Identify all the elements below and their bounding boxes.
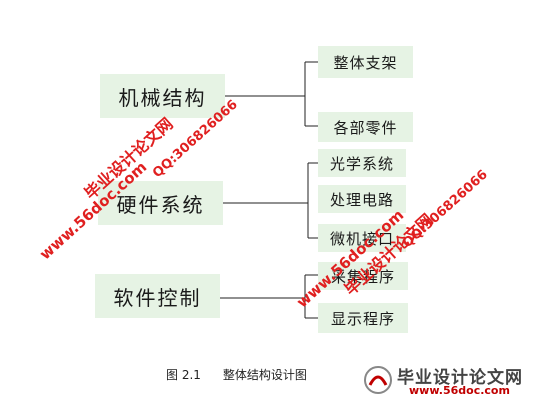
leaf-display-program: 显示程序	[318, 303, 408, 333]
figure-number: 图 2.1	[166, 368, 201, 382]
logo-mark-icon	[364, 366, 392, 394]
leaf-label: 各部零件	[333, 118, 398, 137]
figure-caption: 图 2.1 整体结构设计图	[166, 366, 307, 383]
leaf-label: 整体支架	[333, 53, 398, 72]
leaf-micro-interface: 微机接口	[318, 224, 406, 252]
leaf-label: 采集程序	[330, 267, 395, 286]
leaf-label: 微机接口	[329, 229, 394, 248]
leaf-label: 显示程序	[330, 309, 395, 328]
leaf-acquisition-program: 采集程序	[318, 262, 408, 290]
node-software-control: 软件控制	[95, 274, 220, 318]
node-hardware-system: 硬件系统	[98, 181, 223, 225]
node-label: 机械结构	[118, 85, 207, 110]
footer-site-name: 毕业设计论文网	[397, 368, 523, 388]
footer-site-url: www.56doc.com	[409, 384, 510, 397]
node-label: 软件控制	[113, 285, 202, 310]
footer-logo: 毕业设计论文网 www.56doc.com	[363, 363, 533, 399]
figure-title: 整体结构设计图	[222, 368, 307, 382]
leaf-label: 光学系统	[329, 154, 394, 173]
leaf-optical-system: 光学系统	[318, 149, 406, 177]
leaf-parts: 各部零件	[318, 112, 413, 142]
leaf-overall-frame: 整体支架	[318, 46, 413, 78]
leaf-label: 处理电路	[329, 190, 394, 209]
node-label: 硬件系统	[116, 192, 205, 217]
node-mechanical-structure: 机械结构	[100, 74, 225, 118]
leaf-processing-circuit: 处理电路	[318, 185, 406, 213]
